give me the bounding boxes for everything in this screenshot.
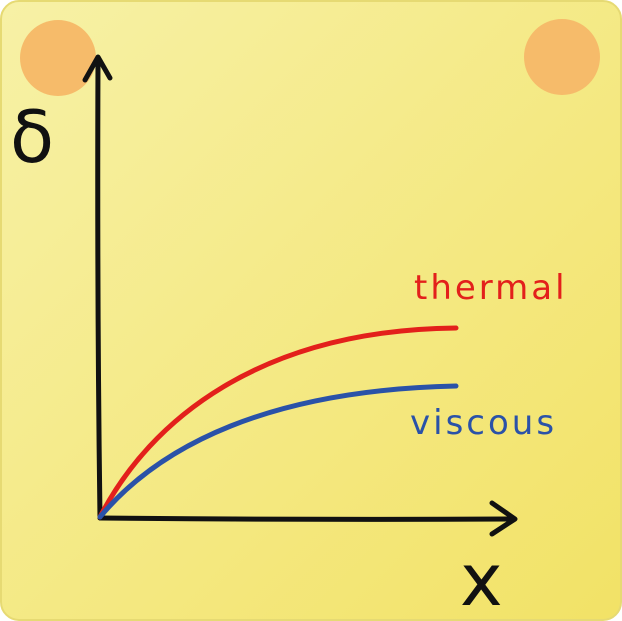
- pin-top-left: [20, 20, 96, 96]
- viscous-curve: [97, 383, 459, 520]
- axes: [82, 54, 518, 537]
- y-axis-label: δ: [10, 95, 54, 179]
- x-axis-line: [97, 515, 513, 522]
- y-axis-arrowhead: [82, 54, 113, 83]
- y-axis-line: [95, 59, 103, 521]
- pin-top-right: [524, 19, 600, 95]
- thermal-curve: [97, 325, 459, 520]
- thermal-label: thermal: [414, 268, 568, 308]
- viscous-label: viscous: [410, 403, 557, 443]
- x-axis-arrowhead: [489, 500, 518, 537]
- x-axis-label: x: [460, 538, 503, 621]
